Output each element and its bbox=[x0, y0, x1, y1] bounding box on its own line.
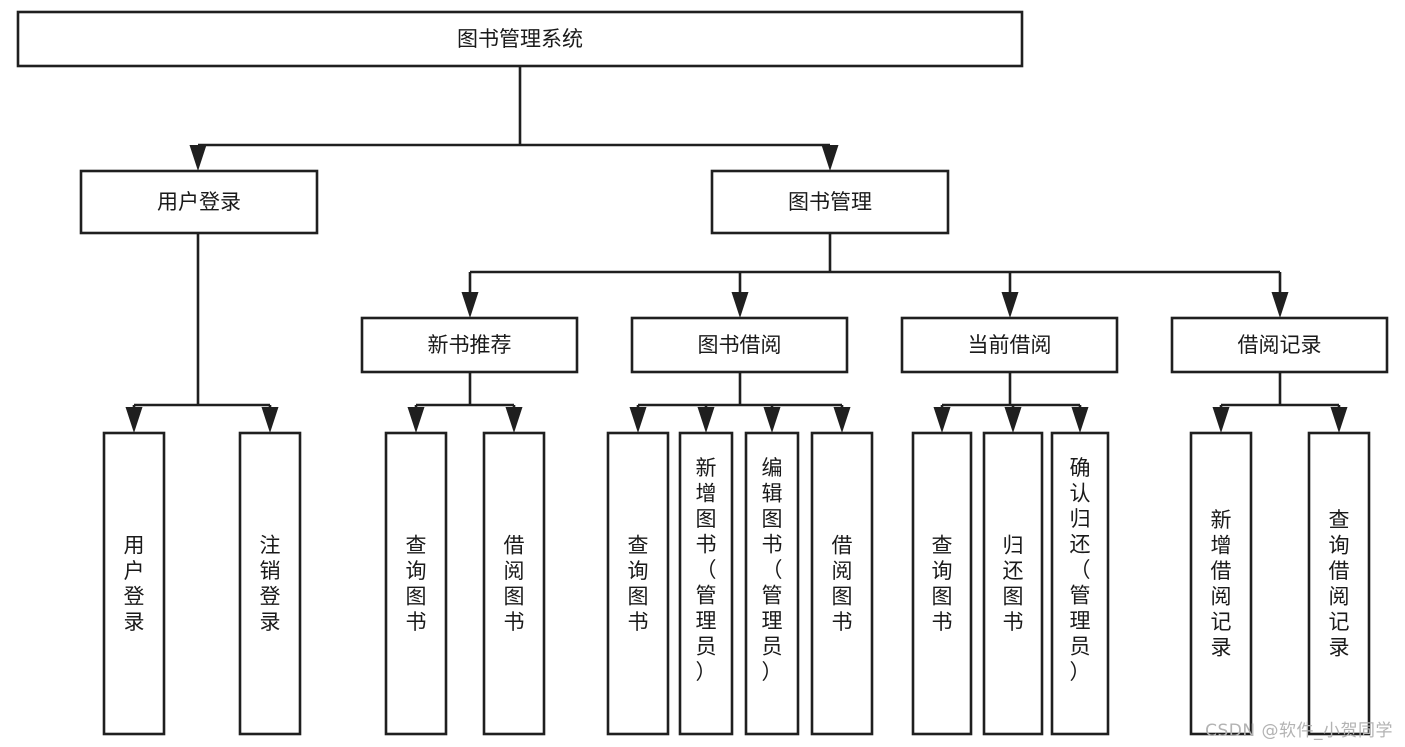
node-box-leaf-query-book-recommend[interactable] bbox=[384, 431, 448, 736]
node-user-login[interactable]: 用户登录 bbox=[79, 169, 319, 235]
node-leaf-add-borrow-record[interactable]: 新增借阅记录 bbox=[1189, 431, 1253, 736]
node-leaf-confirm-return[interactable]: 确认归还（管理员） bbox=[1050, 431, 1110, 736]
node-leaf-query-book-borrow[interactable]: 查询图书 bbox=[606, 431, 670, 736]
node-box-leaf-user-logout[interactable] bbox=[238, 431, 302, 736]
node-box-book-manage[interactable] bbox=[710, 169, 950, 235]
node-label-new-book-recommend: 新书推荐 bbox=[428, 333, 512, 357]
arrow-head-leaf-query-book-recommend bbox=[407, 407, 425, 433]
node-leaf-query-borrow-record[interactable]: 查询借阅记录 bbox=[1307, 431, 1371, 736]
node-label-leaf-return-book: 归还图书 bbox=[1003, 533, 1024, 634]
connector-group-current-to-leaves bbox=[933, 372, 1089, 433]
node-label-leaf-add-book: 新增图书（管理员） bbox=[696, 456, 717, 684]
node-label-leaf-query-book-current: 查询图书 bbox=[932, 533, 953, 634]
node-label-leaf-user-logout: 注销登录 bbox=[260, 533, 281, 634]
arrow-head-leaf-borrow-book bbox=[833, 407, 851, 433]
node-box-leaf-return-book[interactable] bbox=[982, 431, 1044, 736]
node-new-book-recommend[interactable]: 新书推荐 bbox=[360, 316, 579, 374]
node-book-manage[interactable]: 图书管理 bbox=[710, 169, 950, 235]
node-leaf-user-login[interactable]: 用户登录 bbox=[102, 431, 166, 736]
node-leaf-borrow-book[interactable]: 借阅图书 bbox=[810, 431, 874, 736]
node-box-leaf-query-book-current[interactable] bbox=[911, 431, 973, 736]
node-label-leaf-confirm-return: 确认归还（管理员） bbox=[1070, 456, 1091, 684]
node-box-leaf-edit-book[interactable] bbox=[744, 431, 800, 736]
connector-group-record-to-leaves bbox=[1212, 372, 1348, 433]
node-leaf-query-book-current[interactable]: 查询图书 bbox=[911, 431, 973, 736]
node-label-leaf-query-borrow-record: 查询借阅记录 bbox=[1329, 508, 1350, 660]
connector-group-recommend-to-leaves bbox=[407, 372, 523, 433]
node-label-leaf-user-login: 用户登录 bbox=[124, 533, 145, 634]
arrow-head-book-borrow bbox=[731, 292, 749, 318]
arrow-head-leaf-edit-book bbox=[763, 407, 781, 433]
arrow-head-user-login bbox=[189, 145, 207, 171]
node-box-leaf-query-borrow-record[interactable] bbox=[1307, 431, 1371, 736]
node-box-leaf-borrow-book[interactable] bbox=[810, 431, 874, 736]
arrow-head-leaf-query-book-borrow bbox=[629, 407, 647, 433]
node-leaf-user-logout[interactable]: 注销登录 bbox=[238, 431, 302, 736]
node-current-borrow[interactable]: 当前借阅 bbox=[900, 316, 1119, 374]
node-box-user-login[interactable] bbox=[79, 169, 319, 235]
node-label-leaf-add-borrow-record: 新增借阅记录 bbox=[1211, 508, 1232, 660]
connector-group-root-to-level2 bbox=[189, 66, 839, 171]
node-label-leaf-query-book-borrow: 查询图书 bbox=[628, 533, 649, 634]
arrow-head-borrow-record bbox=[1271, 292, 1289, 318]
node-box-leaf-query-book-borrow[interactable] bbox=[606, 431, 670, 736]
node-borrow-record[interactable]: 借阅记录 bbox=[1170, 316, 1389, 374]
node-book-borrow[interactable]: 图书借阅 bbox=[630, 316, 849, 374]
arrow-head-leaf-add-borrow-record bbox=[1212, 407, 1230, 433]
node-leaf-edit-book[interactable]: 编辑图书（管理员） bbox=[744, 431, 800, 736]
arrow-head-leaf-user-logout bbox=[261, 407, 279, 433]
node-label-borrow-record: 借阅记录 bbox=[1238, 333, 1322, 357]
connector-layer bbox=[125, 66, 1348, 433]
node-box-current-borrow[interactable] bbox=[900, 316, 1119, 374]
node-label-leaf-edit-book: 编辑图书（管理员） bbox=[762, 456, 783, 684]
node-label-leaf-query-book-recommend: 查询图书 bbox=[406, 533, 427, 634]
node-leaf-query-book-recommend[interactable]: 查询图书 bbox=[384, 431, 448, 736]
node-leaf-return-book[interactable]: 归还图书 bbox=[982, 431, 1044, 736]
node-box-leaf-user-login[interactable] bbox=[102, 431, 166, 736]
arrow-head-new-book-recommend bbox=[461, 292, 479, 318]
arrow-head-leaf-return-book bbox=[1004, 407, 1022, 433]
node-box-root[interactable] bbox=[16, 10, 1024, 68]
connector-group-user-login-to-leaves bbox=[125, 233, 279, 433]
node-box-leaf-add-book[interactable] bbox=[678, 431, 734, 736]
arrow-head-current-borrow bbox=[1001, 292, 1019, 318]
arrow-head-leaf-add-book bbox=[697, 407, 715, 433]
arrow-head-leaf-query-book-current bbox=[933, 407, 951, 433]
node-label-leaf-borrow-book-recommend: 借阅图书 bbox=[504, 533, 525, 634]
node-label-root: 图书管理系统 bbox=[457, 27, 583, 51]
connector-group-borrow-to-leaves bbox=[629, 372, 851, 433]
node-label-user-login: 用户登录 bbox=[157, 190, 241, 214]
node-label-leaf-borrow-book: 借阅图书 bbox=[832, 533, 853, 634]
arrow-head-leaf-borrow-book-recommend bbox=[505, 407, 523, 433]
node-label-book-manage: 图书管理 bbox=[788, 190, 872, 214]
arrow-head-leaf-confirm-return bbox=[1071, 407, 1089, 433]
node-leaf-borrow-book-recommend[interactable]: 借阅图书 bbox=[482, 431, 546, 736]
node-box-borrow-record[interactable] bbox=[1170, 316, 1389, 374]
node-box-leaf-confirm-return[interactable] bbox=[1050, 431, 1110, 736]
arrow-head-leaf-user-login bbox=[125, 407, 143, 433]
arrow-head-leaf-query-borrow-record bbox=[1330, 407, 1348, 433]
node-label-book-borrow: 图书借阅 bbox=[698, 333, 782, 357]
node-box-leaf-add-borrow-record[interactable] bbox=[1189, 431, 1253, 736]
node-layer: 图书管理系统用户登录图书管理新书推荐图书借阅当前借阅借阅记录用户登录注销登录查询… bbox=[16, 10, 1389, 736]
node-leaf-add-book[interactable]: 新增图书（管理员） bbox=[678, 431, 734, 736]
node-box-book-borrow[interactable] bbox=[630, 316, 849, 374]
node-box-new-book-recommend[interactable] bbox=[360, 316, 579, 374]
node-box-leaf-borrow-book-recommend[interactable] bbox=[482, 431, 546, 736]
node-root[interactable]: 图书管理系统 bbox=[16, 10, 1024, 68]
connector-group-book-manage-to-level3 bbox=[461, 233, 1289, 318]
node-label-current-borrow: 当前借阅 bbox=[968, 333, 1052, 357]
arrow-head-book-manage bbox=[821, 145, 839, 171]
